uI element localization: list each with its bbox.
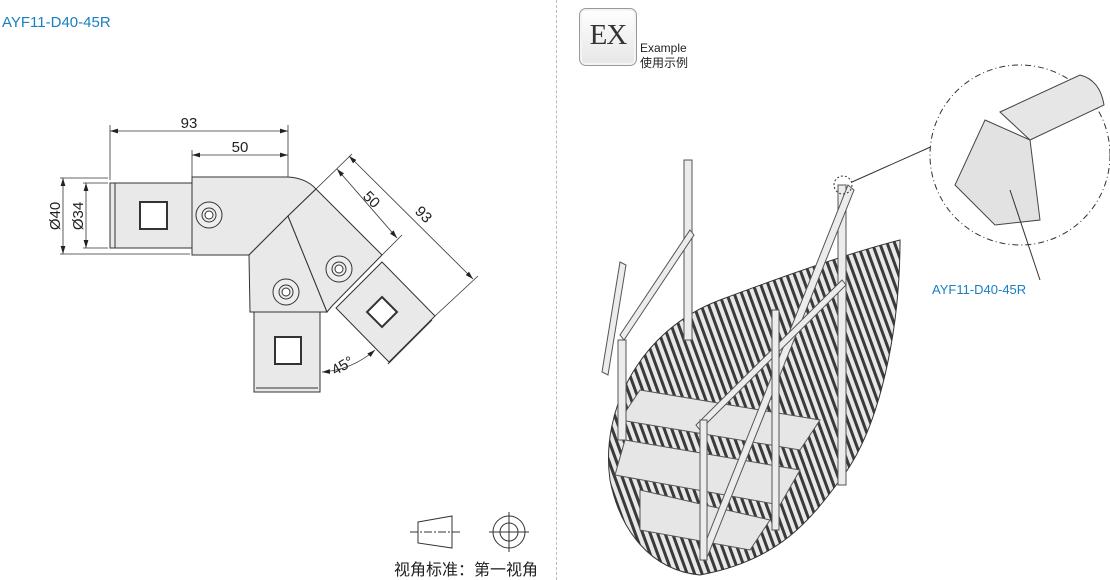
dim-93-horizontal: 93 [181, 115, 198, 132]
stair-illustration [601, 64, 1110, 576]
dim-50-diagonal: 50 [359, 188, 383, 212]
dim-93-diagonal: 93 [411, 203, 435, 227]
projection-label: 视角标准：第一视角 [394, 562, 539, 579]
dim-50-horizontal: 50 [232, 139, 249, 156]
square-hole [365, 295, 399, 329]
square-hole [274, 336, 302, 365]
first-angle-projection-icon [410, 512, 529, 552]
dim-outer-diameter: Ø40 [47, 202, 64, 230]
divider [556, 0, 557, 580]
part-title: AYF11-D40-45R [2, 14, 111, 31]
example-label-cn: 使用示例 [640, 56, 689, 70]
fitting-drawing [109, 176, 436, 393]
dimensions [60, 125, 479, 374]
dim-inner-diameter: Ø34 [70, 202, 87, 230]
example-logo: EX [579, 8, 637, 66]
detail-callout [929, 64, 1110, 281]
dim-angle: 45° [329, 353, 357, 379]
example-logo-text: EX [589, 19, 628, 51]
square-hole [139, 201, 168, 230]
part-callout-label: AYF11-D40-45R [932, 282, 1027, 297]
example-label-en: Example [640, 41, 687, 55]
